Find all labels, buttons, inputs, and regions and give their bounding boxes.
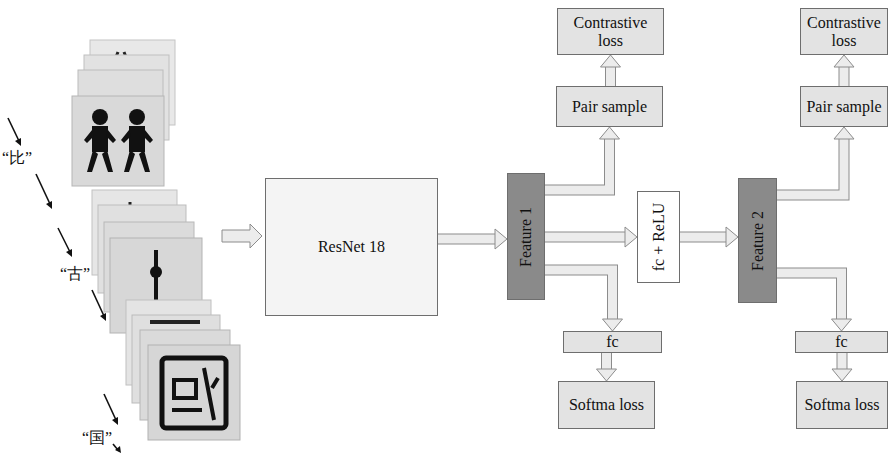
block-arrow xyxy=(777,273,852,331)
fc-box: fc xyxy=(795,331,888,353)
node-text: ResNet 18 xyxy=(318,238,385,256)
sample-box: Pair sample xyxy=(556,86,663,127)
block-arrow xyxy=(545,270,623,331)
node-text: Softma loss xyxy=(804,396,879,414)
node-text: Contrastive loss xyxy=(562,14,659,49)
node-text: fc + ReLU xyxy=(650,203,668,272)
node-text: Pair sample xyxy=(572,98,647,116)
node-text: Feature 1 xyxy=(517,207,535,267)
sample-box: Pair sample xyxy=(800,86,888,127)
block-arrow xyxy=(601,55,621,86)
node-text: Pair sample xyxy=(806,98,881,116)
loss-box: Softma loss xyxy=(558,381,655,429)
node-text: Contrastive loss xyxy=(805,14,883,49)
node-text: Softma loss xyxy=(569,396,644,414)
feature-box: Feature 1 xyxy=(507,173,545,300)
block-arrow xyxy=(680,227,738,247)
node-text: fc xyxy=(606,333,618,351)
layer-box: fc + ReLU xyxy=(637,191,680,283)
block-arrow xyxy=(545,127,620,190)
loss-box: Contrastive loss xyxy=(800,8,888,55)
loss-box: Contrastive loss xyxy=(557,8,664,55)
block-arrow xyxy=(438,229,507,249)
block-arrow xyxy=(597,353,617,381)
character-label: “国” xyxy=(82,428,112,449)
block-arrow xyxy=(832,353,852,381)
node-text: Feature 2 xyxy=(749,211,767,271)
block-arrow xyxy=(834,55,854,86)
fc-box: fc xyxy=(563,331,662,353)
network-box: ResNet 18 xyxy=(265,178,438,316)
character-label: “古” xyxy=(60,264,90,285)
character-label: “比” xyxy=(2,148,32,169)
block-arrow xyxy=(545,227,637,247)
block-arrow xyxy=(777,127,854,195)
node-text: fc xyxy=(835,333,847,351)
loss-box: Softma loss xyxy=(796,381,888,429)
feature-box: Feature 2 xyxy=(738,178,777,303)
